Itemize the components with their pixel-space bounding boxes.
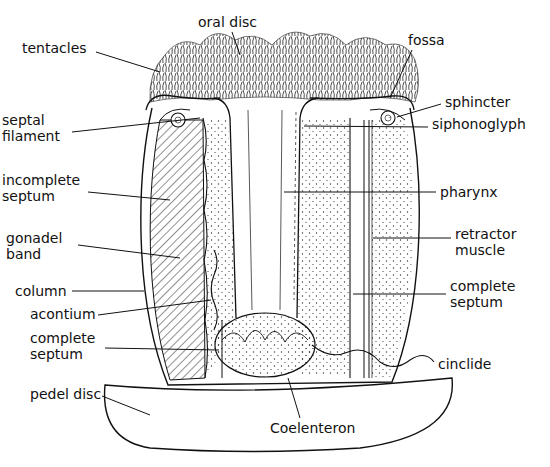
part-label: acontium <box>30 306 96 322</box>
part-label: column <box>15 283 67 299</box>
part-label: pharynx <box>440 184 498 200</box>
part-label: pedel disc <box>30 386 101 402</box>
part-label: fossa <box>408 32 445 48</box>
part-label: septal filament <box>2 112 74 144</box>
part-label: complete septum <box>30 330 110 362</box>
part-label: Coelenteron <box>270 420 355 436</box>
part-label: sphincter <box>445 94 510 110</box>
part-label: gonadel band <box>6 230 78 262</box>
part-label: oral disc <box>198 14 257 30</box>
part-label: complete septum <box>450 278 532 310</box>
part-label: tentacles <box>22 40 87 56</box>
part-label: cinclide <box>438 356 491 372</box>
part-label: incomplete septum <box>2 172 90 204</box>
part-label: siphonoglyph <box>432 116 526 132</box>
part-label: retractor muscle <box>455 226 537 258</box>
